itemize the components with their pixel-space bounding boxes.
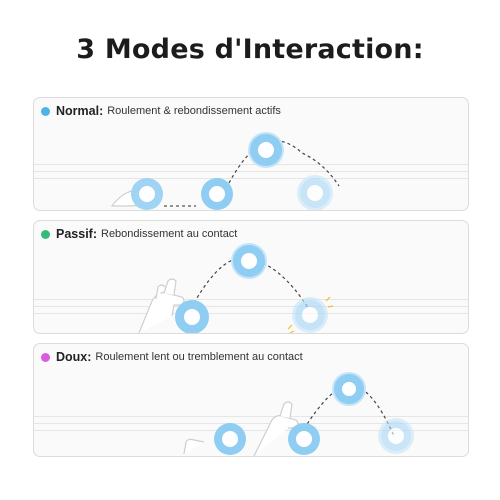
trajectory-path [193, 257, 310, 310]
mode-description: Roulement & rebondissement actifs [107, 105, 281, 117]
normal-illustration [110, 132, 340, 210]
panel-lines [34, 164, 468, 185]
mode-header: Passif: Rebondissement au contact [41, 227, 237, 241]
mode-color-dot [41, 352, 50, 362]
ball-launch [288, 423, 320, 455]
impact-marks [287, 296, 334, 333]
doux-illustration [183, 372, 414, 456]
mode-color-dot [41, 229, 50, 239]
ball-landing [292, 297, 328, 333]
mode-name: Passif: [56, 227, 97, 241]
ball-launch [201, 178, 233, 210]
mode-description: Rebondissement au contact [101, 228, 238, 240]
ball-start [131, 178, 163, 210]
ball-start [214, 423, 246, 455]
panel-lines [34, 299, 468, 320]
mode-panel-normal: Normal: Roulement & rebondissement actif… [33, 97, 469, 211]
ball-peak [332, 372, 366, 406]
mode-panel-doux: Doux: Roulement lent ou tremblement au c… [33, 343, 469, 457]
passif-illustration [138, 243, 334, 333]
trajectory-path [228, 140, 340, 187]
ball-peak [248, 132, 284, 168]
mode-description: Roulement lent ou tremblement au contact [95, 351, 303, 363]
trajectory-path [303, 383, 395, 437]
mode-name: Normal: [56, 104, 104, 118]
mode-name: Doux: [56, 350, 92, 364]
mode-panel-passif: Passif: Rebondissement au contact [33, 220, 469, 334]
ball-landing [378, 418, 414, 454]
mode-color-dot [41, 106, 50, 116]
page-title: 3 Modes d'Interaction: [76, 34, 424, 65]
ball-launch [175, 300, 209, 333]
ball-landing [297, 175, 333, 210]
ball-peak [231, 243, 267, 279]
hand-icon [183, 401, 299, 456]
mode-header: Doux: Roulement lent ou tremblement au c… [41, 350, 303, 364]
mode-header: Normal: Roulement & rebondissement actif… [41, 104, 281, 118]
panel-lines [34, 416, 468, 437]
